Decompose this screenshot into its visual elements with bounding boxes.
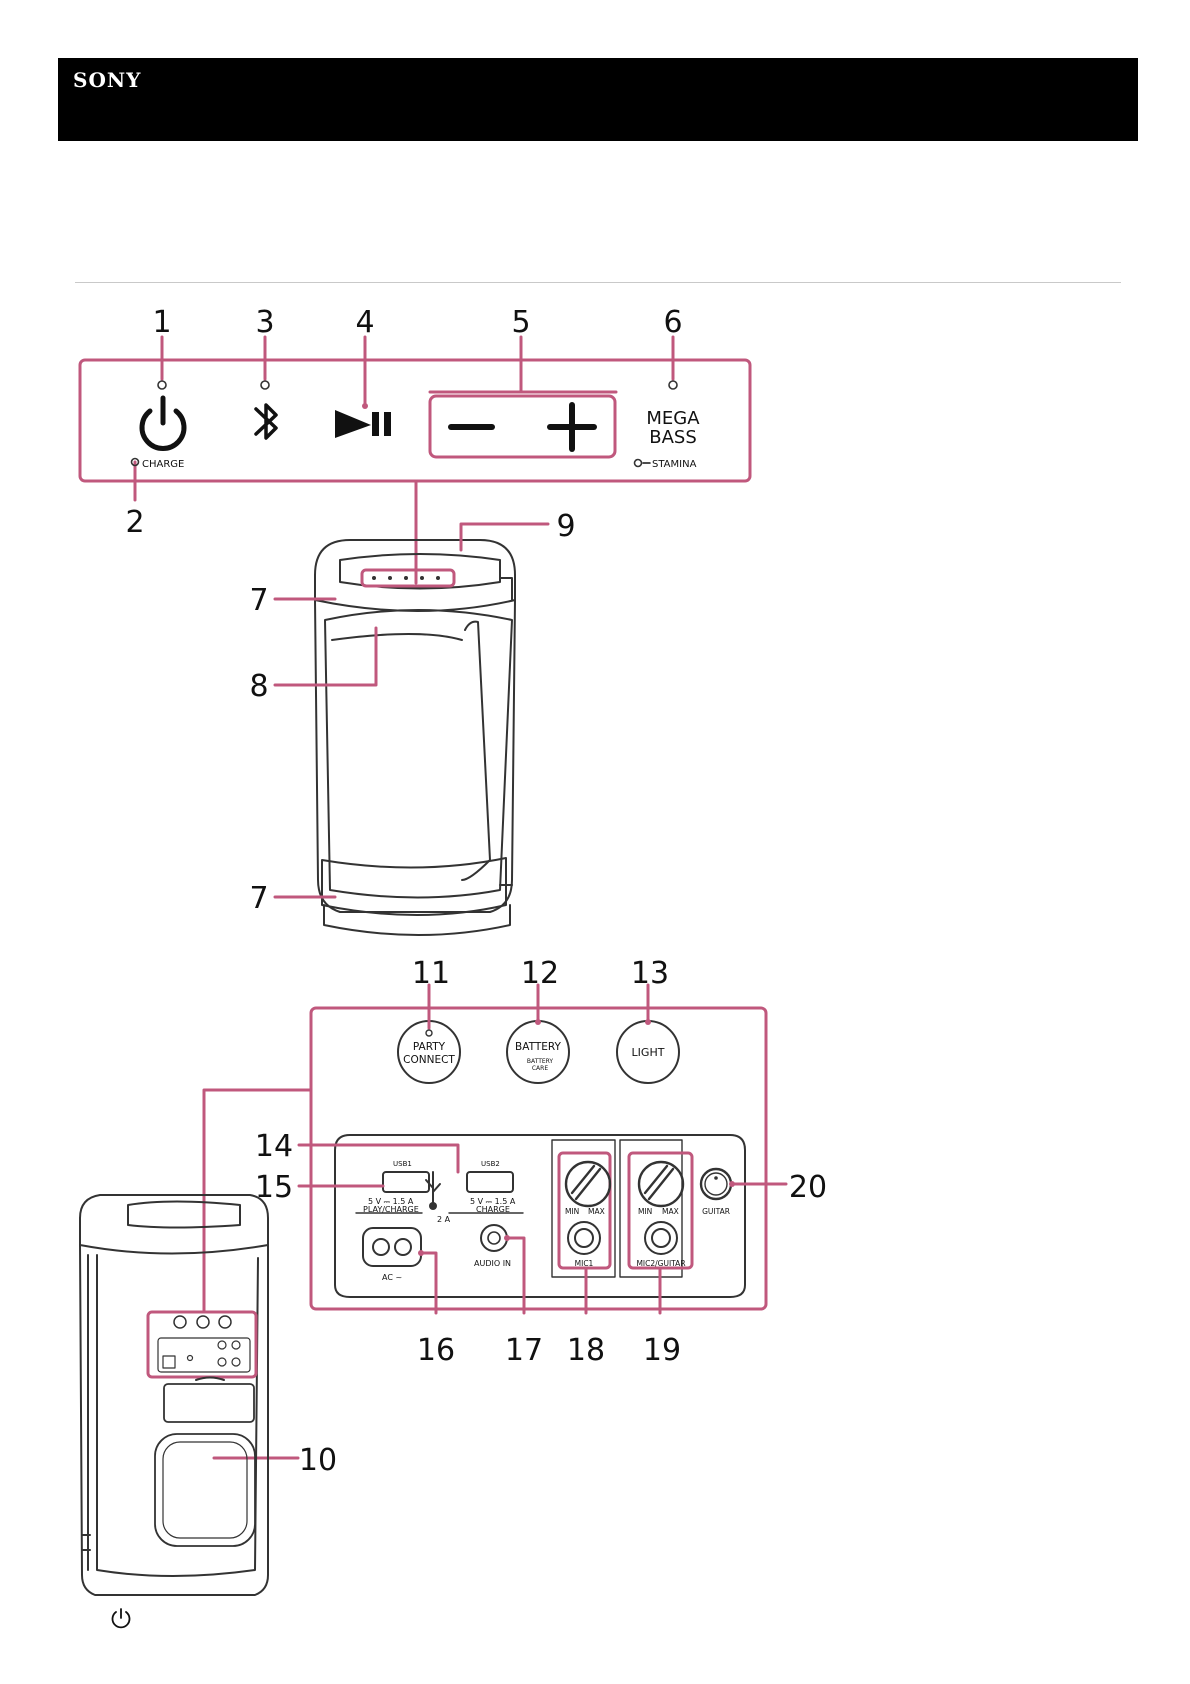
bass-label: BASS <box>649 427 697 448</box>
speaker-rear-illustration <box>80 1195 268 1595</box>
callout-8: 8 <box>249 669 268 704</box>
callout-5: 5 <box>511 305 530 340</box>
callout-13: 13 <box>631 956 669 991</box>
callout-1: 1 <box>152 305 171 340</box>
callout-2: 2 <box>125 505 144 540</box>
callout-3: 3 <box>255 305 274 340</box>
battery-care-label-2: CARE <box>532 1065 548 1072</box>
mic2-min-label: MIN <box>638 1207 652 1216</box>
plus-icon <box>550 405 594 449</box>
callout-14: 14 <box>255 1129 293 1164</box>
callout-20: 20 <box>789 1170 827 1205</box>
stamina-label: STAMINA <box>652 459 697 470</box>
bluetooth-icon <box>256 405 276 438</box>
battery-care-label-1: BATTERY <box>527 1058 554 1065</box>
callout-6: 6 <box>663 305 682 340</box>
callout-19: 19 <box>643 1333 681 1368</box>
callout-15: 15 <box>255 1170 293 1205</box>
charge-label: CHARGE <box>142 459 184 470</box>
callout-9: 9 <box>556 509 575 544</box>
audio-in-label: AUDIO IN <box>474 1259 511 1268</box>
mic1-max-label: MAX <box>588 1207 605 1216</box>
callout-7-top: 7 <box>249 583 268 618</box>
callout-18: 18 <box>567 1333 605 1368</box>
usb2-label: USB2 <box>481 1160 500 1168</box>
light-label: LIGHT <box>632 1046 665 1059</box>
mic1-label: MIC1 <box>575 1259 594 1268</box>
play-pause-icon <box>335 410 391 438</box>
rear-panel <box>311 985 766 1309</box>
mic1-volume-knob <box>566 1162 610 1206</box>
party-label: PARTY <box>413 1041 446 1053</box>
callout-11: 11 <box>412 956 450 991</box>
callout-4: 4 <box>355 305 374 340</box>
callout-7-bottom: 7 <box>249 881 268 916</box>
connect-label: CONNECT <box>403 1054 455 1066</box>
ac-label: AC ~ <box>382 1273 402 1282</box>
mic2-guitar-label: MIC2/GUITAR <box>636 1259 685 1268</box>
callout-17: 17 <box>505 1333 543 1368</box>
callout-16: 16 <box>417 1333 455 1368</box>
charge-port-label: CHARGE <box>476 1205 510 1214</box>
callout-12: 12 <box>521 956 559 991</box>
mega-label: MEGA <box>646 408 700 429</box>
power-icon <box>108 1606 134 1632</box>
usb1-label: USB1 <box>393 1160 412 1168</box>
guitar-label: GUITAR <box>702 1207 730 1216</box>
mic2-volume-knob <box>639 1162 683 1206</box>
play-charge-label: PLAY/CHARGE <box>363 1205 419 1214</box>
mic2-max-label: MAX <box>662 1207 679 1216</box>
power-icon <box>142 398 184 448</box>
battery-label: BATTERY <box>515 1041 561 1053</box>
two-amp-label: 2 A <box>437 1215 451 1224</box>
callout-10: 10 <box>299 1443 337 1478</box>
speaker-front-illustration <box>315 540 515 935</box>
mic1-min-label: MIN <box>565 1207 579 1216</box>
